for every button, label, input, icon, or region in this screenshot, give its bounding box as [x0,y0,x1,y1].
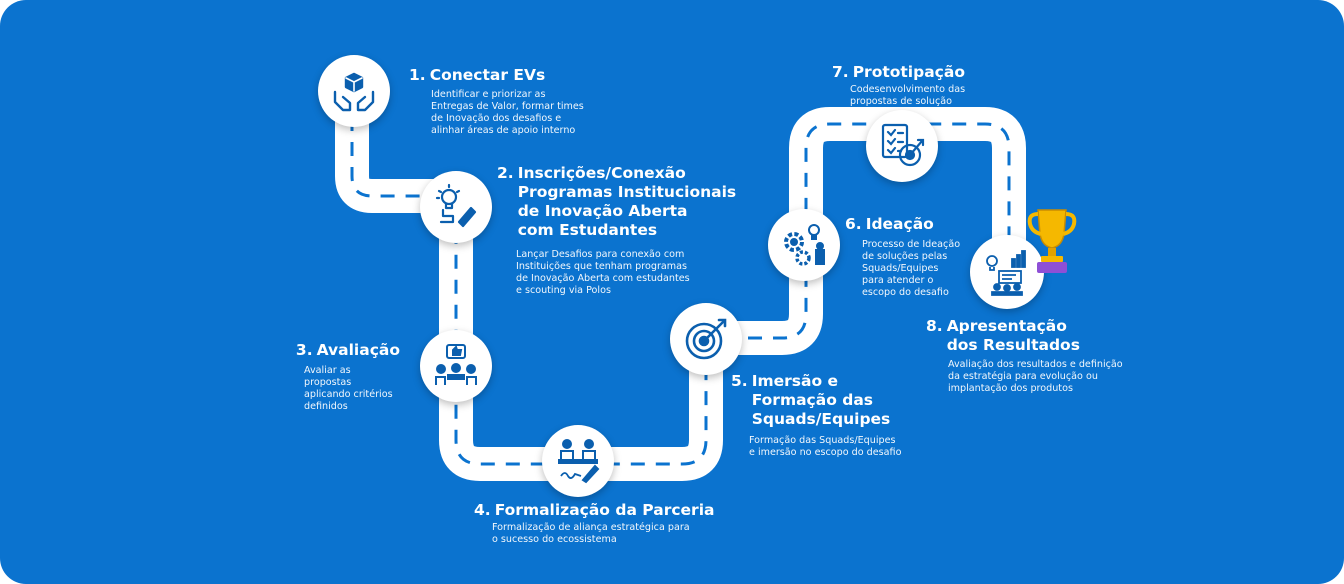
step-1-node [318,55,390,127]
step-4-number: 4. [474,501,491,519]
step-3-number: 3. [295,341,313,359]
step-1-number: 1. [409,66,426,84]
step-5-name: Imersão e Formação das Squads/Equipes [751,372,891,428]
lightbulb-pencil-icon [435,183,477,228]
step-4-node [542,425,614,497]
presentation-chart-icon [986,250,1026,296]
step-5-number: 5. [731,372,748,390]
trophy-icon [1027,209,1077,273]
step-8-description: Avaliação dos resultados e definição da … [948,359,1123,394]
step-8-name: Apresentação dos Resultados [946,317,1080,354]
step-5-title: 5. Imersão e Formação das Squads/Equipes [731,372,931,429]
step-8-node [970,235,1044,309]
step-2-description: Lançar Desafios para conexão com Institu… [516,249,690,296]
step-2-title: 2. Inscrições/Conexão Programas Instituc… [497,164,747,240]
hands-box-icon [333,72,375,112]
step-3-title: 3. Avaliação [270,341,400,360]
step-6-node [768,209,840,281]
step-7: 7. Prototipação Codesenvolvimento das pr… [832,63,1012,108]
step-7-description: Codesenvolvimento das propostas de soluç… [850,84,966,107]
step-3-description: Avaliar as propostas aplicando critérios… [304,365,393,412]
step-2-node [420,171,492,243]
step-1-title: 1. Conectar EVs [409,66,609,85]
target-arrow-icon [685,318,727,360]
step-8-number: 8. [926,317,943,335]
step-7-name: Prototipação [852,63,965,81]
step-4: 4. Formalização da Parceria Formalização… [474,501,734,546]
step-6-title: 6. Ideação [845,215,995,234]
step-4-name: Formalização da Parceria [494,501,715,519]
step-5: 5. Imersão e Formação das Squads/Equipes… [731,372,931,459]
step-8: 8. Apresentação dos Resultados Avaliação… [926,317,1136,395]
step-7-title: 7. Prototipação [832,63,1012,82]
signing-agreement-icon [558,439,600,484]
step-2-number: 2. [497,164,514,182]
step-6-description: Processo de Ideação de soluções pelas Sq… [862,239,961,298]
step-8-title: 8. Apresentação dos Resultados [926,317,1136,355]
step-4-title: 4. Formalização da Parceria [474,501,734,520]
step-3-name: Avaliação [316,341,400,359]
checklist-target-icon [881,123,925,167]
step-1: 1. Conectar EVs Identificar e priorizar … [409,66,609,137]
step-7-node [866,110,938,182]
step-6-name: Ideação [865,215,934,233]
step-7-number: 7. [832,63,849,81]
step-1-description: Identificar e priorizar as Entregas de V… [431,89,584,136]
step-6: 6. Ideação Processo de Ideação de soluçõ… [845,215,995,299]
gears-ideas-icon [784,224,825,266]
step-1-name: Conectar EVs [429,66,546,84]
step-3: 3. Avaliação Avaliar as propostas aplica… [270,341,400,413]
step-4-description: Formalização de aliança estratégica para… [492,522,690,545]
meeting-thumbs-up-icon [435,344,477,385]
step-3-node [420,330,492,402]
step-2-name: Inscrições/Conexão Programas Institucion… [517,164,737,239]
step-2: 2. Inscrições/Conexão Programas Instituc… [497,164,747,297]
step-5-node [670,303,742,375]
step-5-description: Formação das Squads/Equipes e imersão no… [749,435,902,458]
step-6-number: 6. [845,215,862,233]
